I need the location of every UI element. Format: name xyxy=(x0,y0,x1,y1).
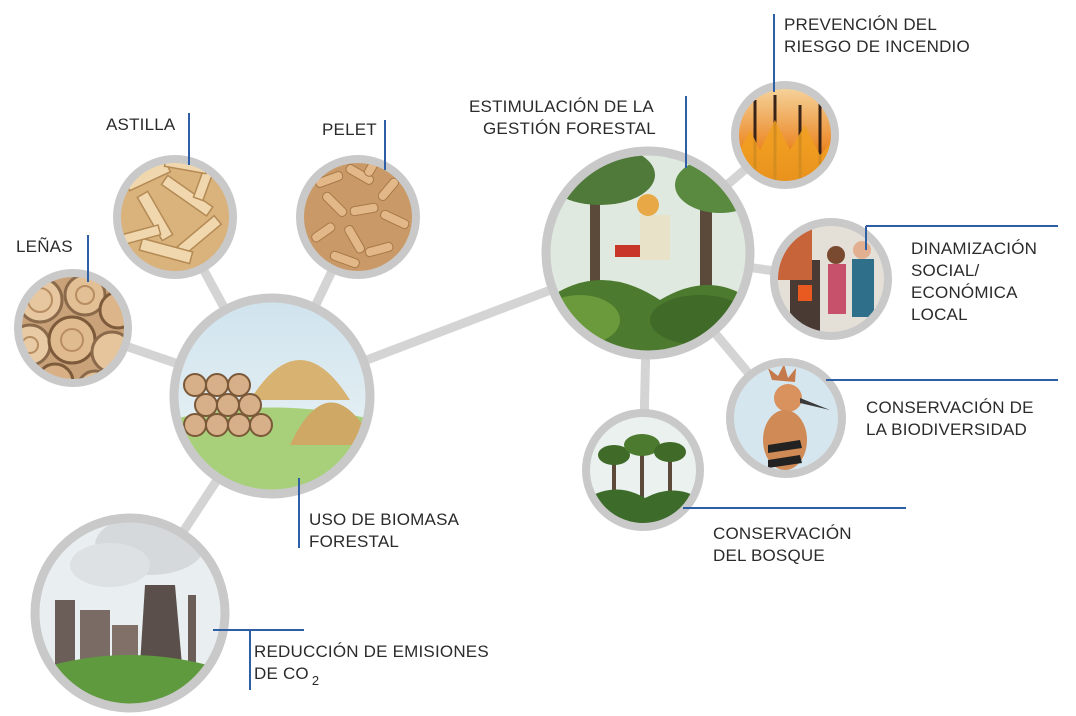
node-gestion xyxy=(541,146,755,360)
wood-chips-icon xyxy=(117,159,233,275)
label-social-line3: ECONÓMICA xyxy=(911,283,1018,302)
label-astilla: ASTILLA xyxy=(106,114,175,136)
label-social: DINAMIZACIÓN SOCIAL/ ECONÓMICA LOCAL xyxy=(911,238,1037,326)
label-social-line4: LOCAL xyxy=(911,305,968,324)
label-bosque-line2: DEL BOSQUE xyxy=(713,546,825,565)
label-emisiones-line1: REDUCCIÓN DE EMISIONES xyxy=(254,642,489,661)
label-incendio: PREVENCIÓN DEL RIESGO DE INCENDIO xyxy=(784,14,970,58)
node-lenas xyxy=(14,269,132,387)
node-biodiversidad xyxy=(726,358,846,478)
label-social-line2: SOCIAL/ xyxy=(911,261,980,280)
node-astilla xyxy=(113,155,237,279)
node-incendio xyxy=(731,81,839,189)
label-lenas-text: LEÑAS xyxy=(16,237,73,256)
label-emisiones-co: DE CO xyxy=(254,664,309,683)
label-astilla-text: ASTILLA xyxy=(106,115,176,134)
label-biodiversidad: CONSERVACIÓN DE LA BIODIVERSIDAD xyxy=(866,397,1034,441)
label-biodiversidad-line2: LA BIODIVERSIDAD xyxy=(866,420,1027,439)
label-incendio-line1: PREVENCIÓN DEL xyxy=(784,15,938,34)
label-social-line1: DINAMIZACIÓN xyxy=(911,239,1038,258)
node-bosque xyxy=(582,409,704,531)
label-incendio-line2: RIESGO DE INCENDIO xyxy=(784,37,970,56)
label-gestion-line1: ESTIMULACIÓN DE LA xyxy=(469,97,654,116)
label-bosque-line1: CONSERVACIÓN xyxy=(713,524,852,543)
label-emisiones-subscript: 2 xyxy=(311,673,320,688)
label-biomasa-line1: USO DE BIOMASA xyxy=(309,510,460,529)
label-bosque: CONSERVACIÓN DEL BOSQUE xyxy=(713,523,852,567)
node-biomasa xyxy=(169,293,375,499)
node-pelet xyxy=(296,155,420,279)
pellets-icon xyxy=(300,159,416,275)
node-social xyxy=(770,218,892,340)
label-leader-lines xyxy=(87,14,1058,690)
node-emisiones xyxy=(30,513,230,713)
label-biodiversidad-line1: CONSERVACIÓN DE xyxy=(866,398,1034,417)
label-pelet-text: PELET xyxy=(322,120,377,139)
label-gestion-line2: GESTIÓN FORESTAL xyxy=(483,119,656,138)
label-biomasa-line2: FORESTAL xyxy=(309,532,400,551)
label-biomasa: USO DE BIOMASA FORESTAL xyxy=(309,509,459,553)
label-gestion: ESTIMULACIÓN DE LA GESTIÓN FORESTAL xyxy=(469,96,656,140)
label-pelet: PELET xyxy=(322,119,377,141)
label-lenas: LEÑAS xyxy=(16,236,73,258)
